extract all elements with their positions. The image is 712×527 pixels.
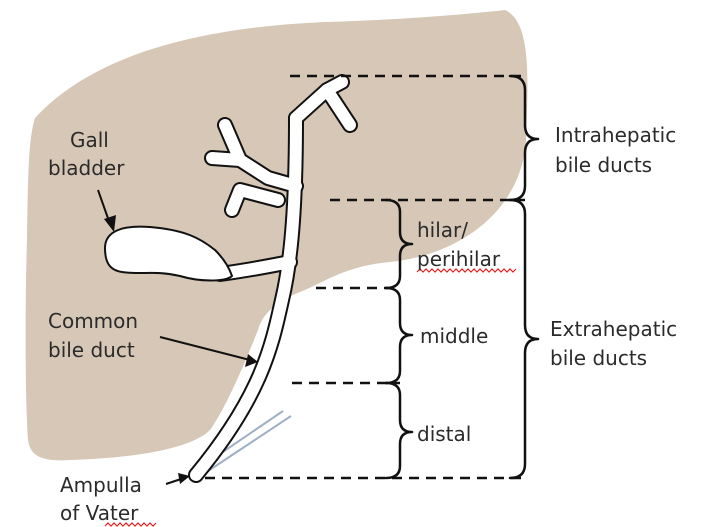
label-intrahepatic-2: bile ducts: [555, 153, 652, 177]
brace-middle: [386, 288, 412, 383]
label-extrahepatic-2: bile ducts: [550, 346, 647, 370]
label-extrahepatic: Extrahepatic: [550, 317, 677, 341]
label-perihilar: perihilar: [417, 247, 501, 271]
brace-distal: [386, 383, 412, 478]
label-ampulla: Ampulla: [60, 473, 142, 497]
label-middle: middle: [420, 324, 488, 348]
label-bile-duct: bile duct: [48, 338, 135, 362]
label-intrahepatic: Intrahepatic: [555, 123, 676, 147]
label-hilar: hilar/: [417, 218, 468, 242]
label-common: Common: [48, 309, 138, 333]
label-of-vater: of Vater: [60, 501, 139, 525]
brace-extrahepatic: [510, 200, 538, 478]
label-gall: Gall: [70, 128, 109, 152]
label-distal: distal: [417, 422, 471, 446]
label-bladder: bladder: [48, 156, 125, 180]
